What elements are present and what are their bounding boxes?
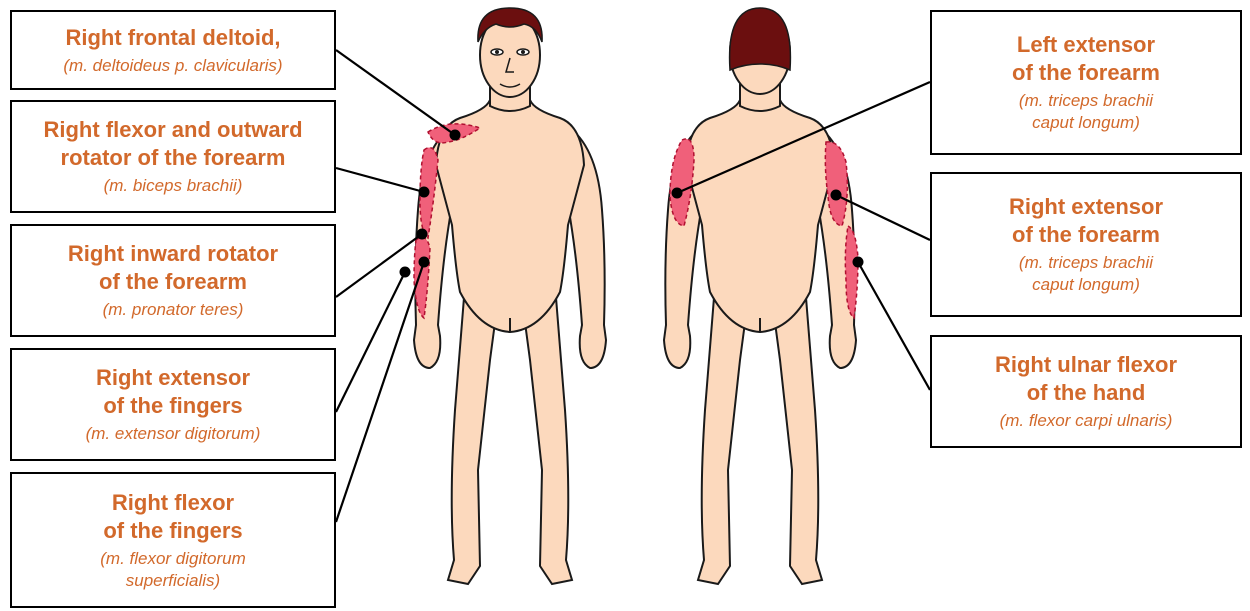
label-latin: (m. flexor carpi ulnaris) [1000, 410, 1173, 432]
label-name: Right extensor of the forearm [1009, 193, 1163, 249]
label-right-frontal-deltoid: Right frontal deltoid, (m. deltoideus p.… [10, 10, 336, 90]
label-right-inward-rotator: Right inward rotator of the forearm (m. … [10, 224, 336, 337]
front-view-figure [414, 8, 606, 584]
label-latin: (m. pronator teres) [103, 299, 244, 321]
label-name: Right inward rotator of the forearm [68, 240, 278, 296]
label-name: Right extensor of the fingers [96, 364, 250, 420]
label-right-extensor-fingers: Right extensor of the fingers (m. extens… [10, 348, 336, 461]
label-name: Right frontal deltoid, [65, 24, 280, 52]
label-name: Right flexor of the fingers [103, 489, 242, 545]
label-right-flexor-fingers: Right flexor of the fingers (m. flexor d… [10, 472, 336, 608]
label-latin: (m. flexor digitorum superficialis) [100, 548, 245, 592]
back-view-figure [664, 8, 858, 584]
label-right-flexor-outward-rotator: Right flexor and outward rotator of the … [10, 100, 336, 213]
label-right-extensor-forearm: Right extensor of the forearm (m. tricep… [930, 172, 1242, 317]
label-latin: (m. triceps brachii caput longum) [1019, 252, 1153, 296]
label-name: Right ulnar flexor of the hand [995, 351, 1177, 407]
label-left-extensor-forearm: Left extensor of the forearm (m. triceps… [930, 10, 1242, 155]
label-name: Right flexor and outward rotator of the … [43, 116, 302, 172]
label-latin: (m. extensor digitorum) [86, 423, 261, 445]
label-right-ulnar-flexor: Right ulnar flexor of the hand (m. flexo… [930, 335, 1242, 448]
label-name: Left extensor of the forearm [1012, 31, 1160, 87]
hair-back [730, 8, 791, 70]
label-latin: (m. deltoideus p. clavicularis) [63, 55, 282, 77]
label-latin: (m. biceps brachii) [104, 175, 243, 197]
label-latin: (m. triceps brachii caput longum) [1019, 90, 1153, 134]
